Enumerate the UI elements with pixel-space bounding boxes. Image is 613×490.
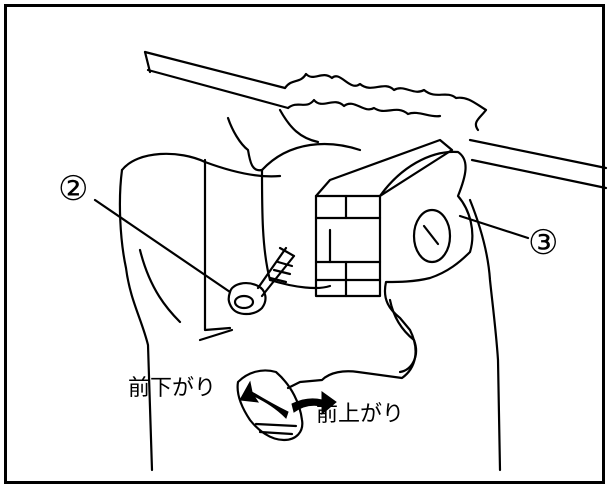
lever-arm [388,298,418,374]
torn-edge [283,72,488,132]
arrow-front-up [291,391,337,416]
lever-leader [458,214,530,240]
arrow-front-down [239,380,289,419]
lever-plate [286,150,474,390]
screw-leader [93,198,232,294]
lever-knob [236,369,304,442]
front-down-label: 前下がり [128,376,217,401]
lever-callout: ③ [528,223,559,263]
screw-callout: ② [58,169,89,209]
casting-body [118,168,154,472]
front-up-label: 前上がり [316,402,405,427]
screw-thread [256,246,296,298]
lever-hole [412,208,452,264]
screw-head [227,282,267,316]
bed-plate [143,50,287,90]
shaft [260,168,272,282]
